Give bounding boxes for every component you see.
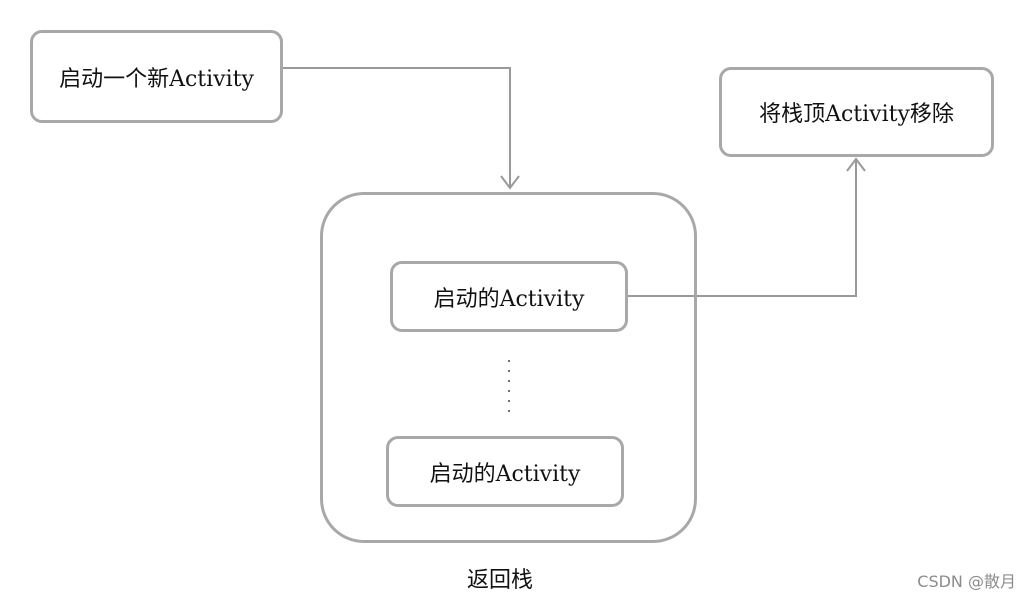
start-new-activity-label: 启动一个新Activity bbox=[59, 66, 254, 92]
stack-top-activity-node: 启动的Activity bbox=[390, 261, 628, 332]
ellipsis-dots bbox=[507, 360, 511, 412]
connector-stack-to-remove bbox=[628, 160, 857, 297]
watermark: CSDN @散月 bbox=[917, 572, 1016, 591]
dot bbox=[508, 390, 510, 392]
remove-top-activity-label: 将栈顶Activity移除 bbox=[759, 102, 954, 127]
arrowhead-up-icon bbox=[846, 157, 866, 172]
dot bbox=[508, 380, 510, 382]
dot bbox=[508, 370, 510, 372]
arrowhead-down-icon bbox=[500, 175, 520, 190]
connector-start-to-stack bbox=[283, 67, 511, 187]
dot bbox=[508, 360, 510, 362]
start-new-activity-node: 启动一个新Activity bbox=[30, 30, 283, 123]
dot bbox=[508, 400, 510, 402]
stack-bottom-activity-node: 启动的Activity bbox=[386, 436, 624, 507]
back-stack-label: 返回栈 bbox=[467, 568, 534, 593]
stack-bottom-activity-label: 启动的Activity bbox=[429, 461, 581, 487]
remove-top-activity-node: 将栈顶Activity移除 bbox=[719, 67, 994, 157]
dot bbox=[508, 410, 510, 412]
stack-top-activity-label: 启动的Activity bbox=[433, 286, 585, 312]
back-stack-container bbox=[320, 192, 697, 543]
